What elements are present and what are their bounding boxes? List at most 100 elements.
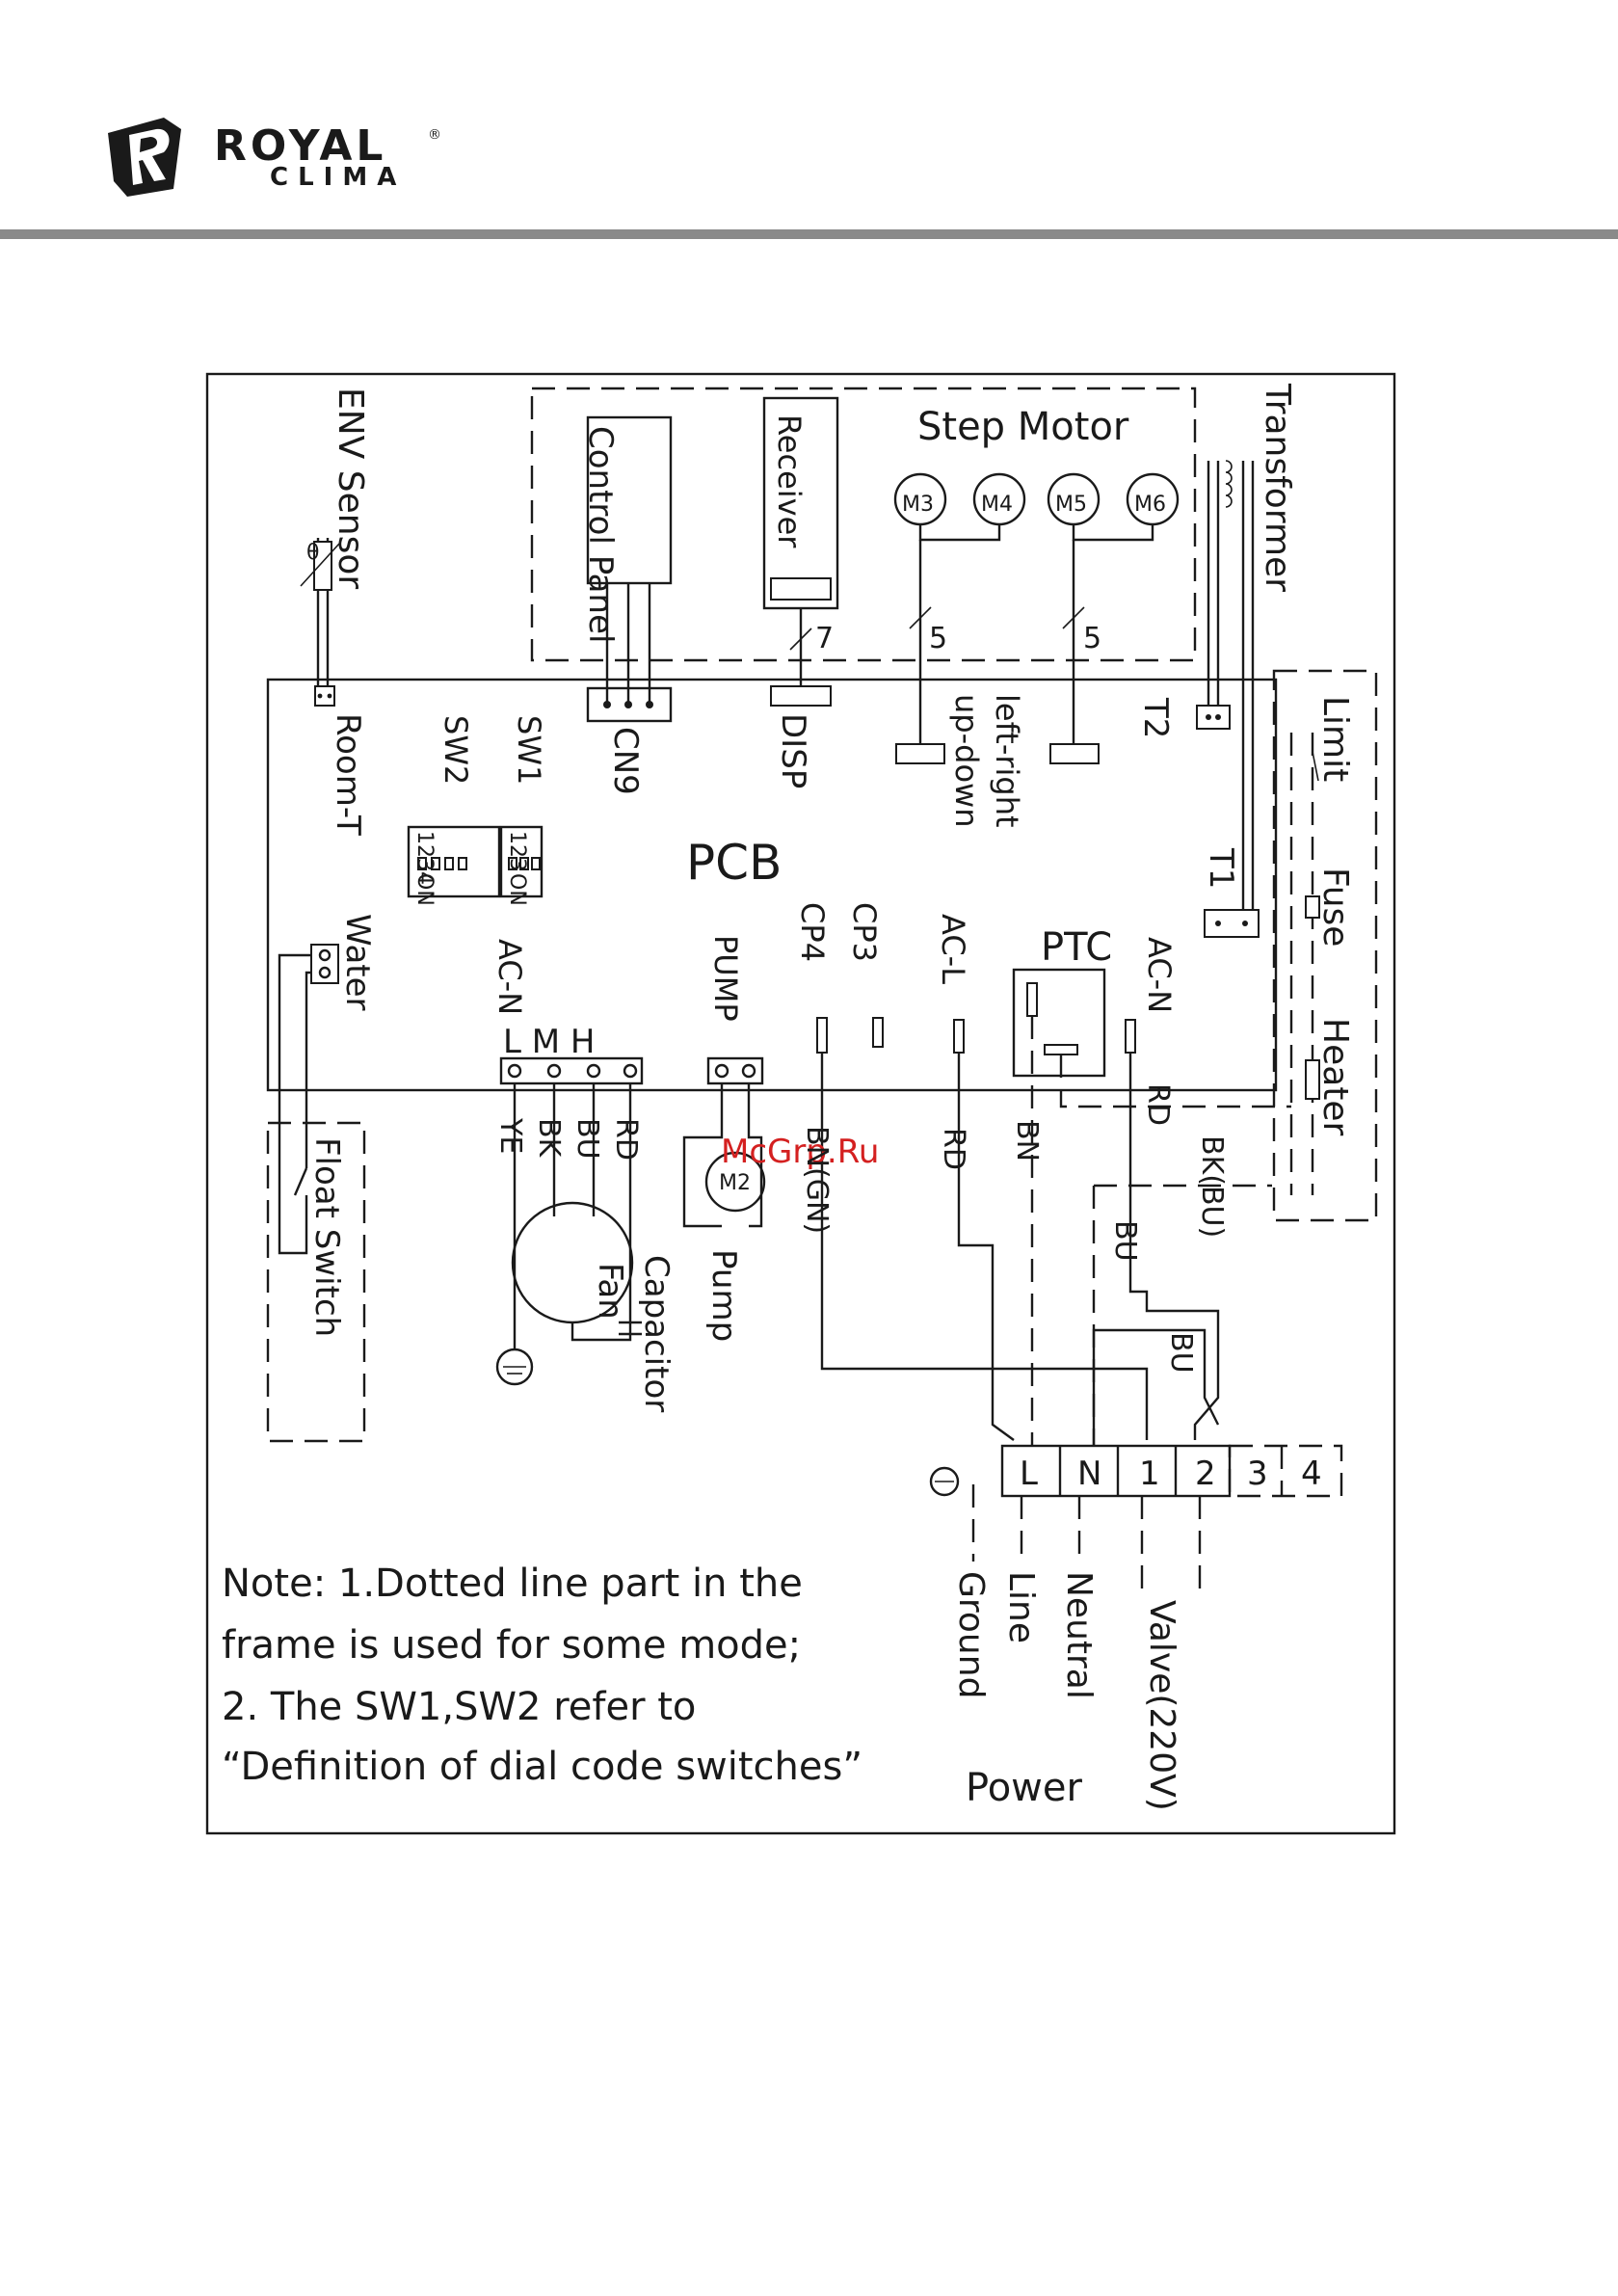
env-sensor-label: ENV Sensor (331, 387, 370, 589)
cp4-label: CP4 (794, 902, 831, 962)
m6-label: M6 (1134, 493, 1166, 517)
heater-icon (1305, 1059, 1320, 1100)
pcb-board (266, 678, 1278, 1092)
note-line-1: Note: 1.Dotted line part in the (222, 1562, 803, 1606)
fan-connector (495, 1056, 644, 1386)
terminal-2: 2 (1195, 1455, 1216, 1493)
fan-label: Fan (591, 1263, 629, 1320)
header-rule (0, 229, 1618, 239)
ac-l-label: AC-L (935, 914, 971, 984)
bus-count-receiver: 7 (815, 622, 834, 655)
sw1-label: SW1 (511, 715, 547, 785)
sw2-block (407, 825, 501, 898)
terminal-1: 1 (1139, 1455, 1160, 1493)
capacitor-label: Capacitor (637, 1255, 676, 1412)
float-switch-label: Float Switch (307, 1137, 346, 1337)
sw1-on: ON (505, 873, 529, 906)
fuse-label: Fuse (1315, 868, 1355, 947)
wire-bn-gn-label: BN(GN) (800, 1126, 834, 1234)
note-line-4: “Definition of dial code switches” (222, 1745, 862, 1789)
water-connector (278, 944, 339, 1255)
env-sensor (300, 538, 340, 707)
control-panel-label: Control Panel (581, 426, 620, 643)
optional-frame-top (530, 387, 1197, 662)
power-ground-icon (929, 1466, 960, 1497)
sw2-numbers: 1234 (412, 831, 437, 885)
step-motor-label: Step Motor (917, 405, 1129, 449)
cn9-label: CN9 (606, 727, 645, 795)
line-label: Line (1001, 1571, 1041, 1643)
wire-bk-bu-label: BK(BU) (1195, 1135, 1229, 1238)
wire-bu-ac-n (1128, 1053, 1220, 1440)
terminal-3: 3 (1247, 1455, 1268, 1493)
wire-rd-ac-l (957, 1053, 1015, 1441)
heater-label: Heater (1315, 1018, 1355, 1136)
coil-icon (1225, 460, 1233, 508)
ac-n-pin (1125, 1019, 1136, 1054)
wire-bu-valve (1092, 1328, 1220, 1446)
royal-clima-logo: ROYAL ® CLIMA (108, 118, 441, 197)
t2-label: T2 (1136, 697, 1175, 738)
neutral-label: Neutral (1059, 1571, 1099, 1699)
optional-frame-right (1272, 669, 1378, 1222)
terminal-4: 4 (1301, 1455, 1322, 1493)
wire-bk-label: BK (532, 1118, 566, 1159)
receiver (762, 396, 839, 707)
m3-label: M3 (902, 493, 934, 517)
bus-slash-icon (789, 627, 812, 651)
fuse-icon (1305, 895, 1320, 919)
wire-bn-label: BN (1010, 1120, 1044, 1161)
ac-n-label: AC-N (1141, 937, 1178, 1013)
dip-switches (407, 825, 544, 898)
lmh-label: L M H (503, 1023, 595, 1061)
up-down-label: up-down (948, 694, 985, 827)
thermistor-icon (313, 541, 332, 591)
terminal-l: L (1020, 1455, 1038, 1493)
up-down-connector (895, 743, 945, 764)
float-switch-icon (293, 1167, 308, 1196)
sw1-block (499, 825, 544, 898)
water-label: Water (338, 914, 377, 1011)
diagram-frame (205, 372, 1396, 1835)
step-motors (893, 472, 1180, 764)
logo-emblem-icon (108, 118, 181, 197)
wire-ye-label: YE (493, 1117, 527, 1154)
m4-label: M4 (981, 493, 1013, 517)
pcb-label: PCB (686, 835, 782, 891)
bus-count-step-a: 5 (929, 622, 947, 655)
power-label: Power (966, 1766, 1082, 1810)
pump-conn-label: PUMP (707, 935, 744, 1022)
limit-switch-icon (1312, 751, 1319, 782)
pump-label: Pump (704, 1249, 743, 1342)
terminal-n: N (1077, 1455, 1101, 1493)
disp-connector (770, 685, 832, 707)
t2-connector (1196, 705, 1231, 730)
bus-count-step-b: 5 (1083, 622, 1101, 655)
cp3-label: CP3 (846, 902, 883, 962)
cp3-pin (872, 1017, 884, 1048)
room-t-label: Room-T (329, 713, 367, 836)
limit-label: Limit (1315, 696, 1355, 782)
sw1-numbers: 123 (505, 831, 529, 871)
ac-l-pin (953, 1019, 965, 1054)
t1-label: T1 (1202, 847, 1240, 889)
terminal-block (1000, 1444, 1343, 1498)
wire-rd2-label: RD (937, 1128, 970, 1170)
watermark: McGrp.Ru (721, 1133, 879, 1171)
ground-icon (495, 1348, 534, 1386)
optional-frame-float (266, 1121, 366, 1443)
wire-rd3-label: RD (1141, 1083, 1175, 1126)
note-line-2: frame is used for some mode; (222, 1623, 801, 1668)
receiver-label: Receiver (771, 414, 808, 548)
brand-name: ROYAL (214, 121, 386, 171)
sw2-on: ON (412, 873, 437, 906)
control-panel (586, 415, 673, 723)
disp-label: DISP (774, 713, 812, 788)
heater-circuit (1289, 733, 1320, 1195)
cp4-pin (816, 1017, 828, 1054)
valve-label: Valve(220V) (1142, 1600, 1181, 1811)
wire-bn-gn (820, 1053, 1149, 1440)
t1-connector (1204, 909, 1260, 938)
registered-mark: ® (428, 127, 441, 143)
